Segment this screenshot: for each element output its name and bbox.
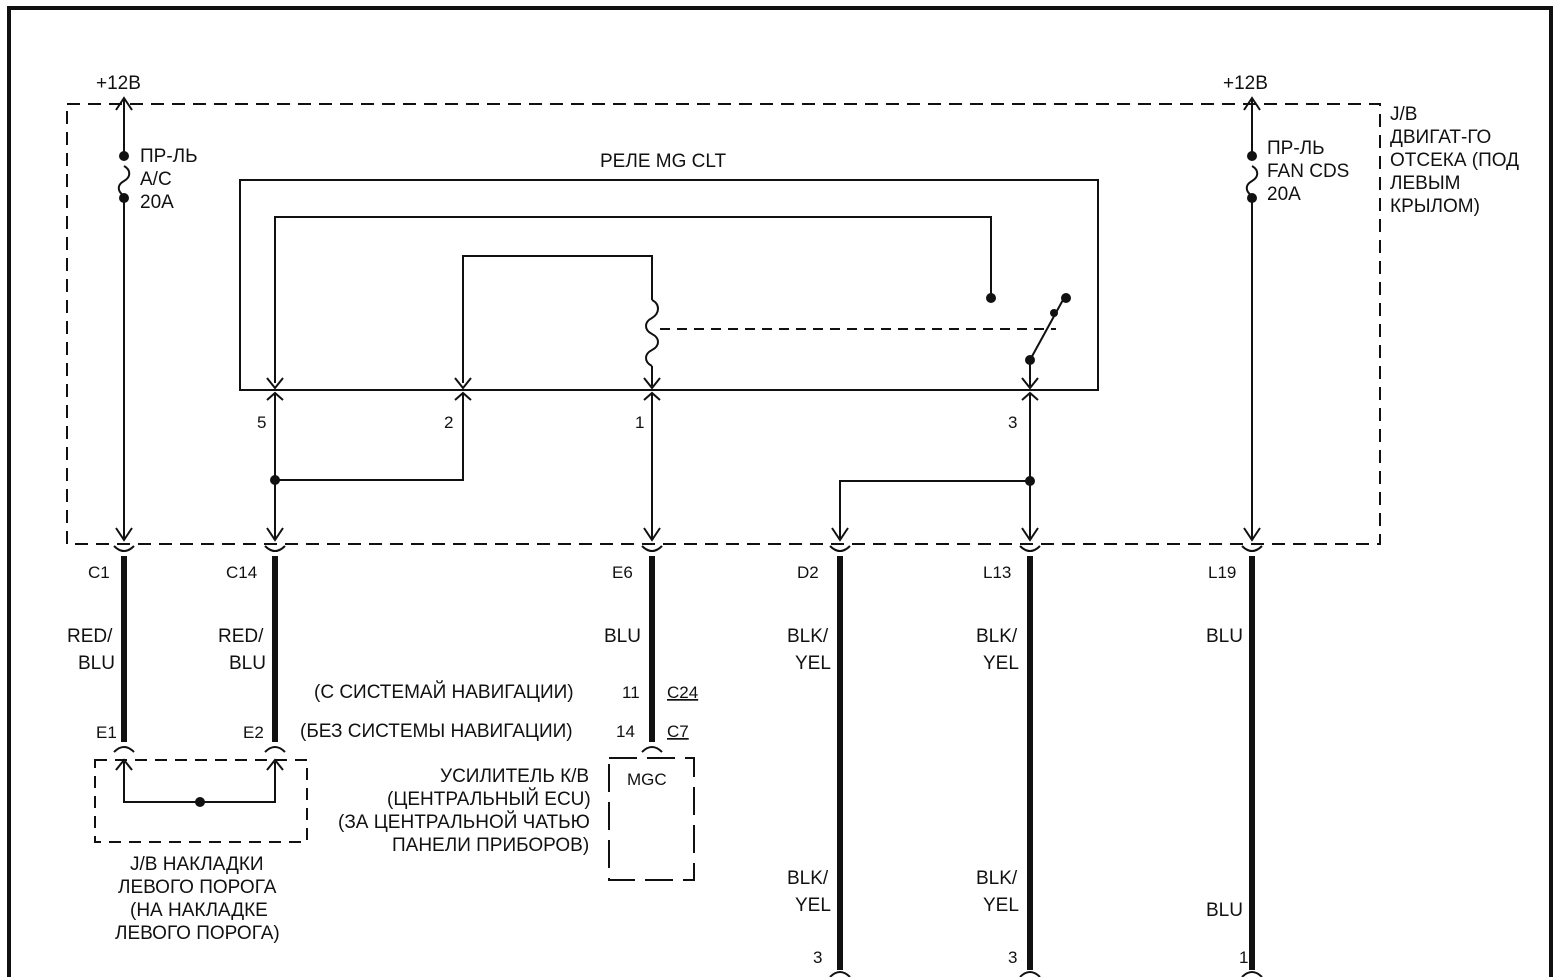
sill-jb-label-4: ЛЕВОГО ПОРОГА) xyxy=(115,923,280,944)
fuse-fan-cds-label-2: FAN CDS xyxy=(1267,161,1349,182)
amplifier-box-label: MGC xyxy=(627,770,667,789)
fuse-fan-cds-terminal-bottom xyxy=(1247,193,1257,203)
sill-junction-splice xyxy=(195,797,205,807)
fuse-fan-cds-label-1: ПР-ЛЬ xyxy=(1267,138,1325,159)
relay-fixed-contact xyxy=(986,293,996,303)
sill-jb-label-2: ЛЕВОГО ПОРОГА xyxy=(118,877,277,898)
external-wires xyxy=(121,556,1255,970)
bottom-pin-l13: 3 xyxy=(1008,948,1017,967)
nav-with-pin: 11 xyxy=(622,683,640,702)
wire-e6-color: BLU xyxy=(604,626,641,647)
bottom-pin-d2: 3 xyxy=(813,948,822,967)
wire-d2-bottom-color-2: YEL xyxy=(795,895,831,916)
fuse-ac-label-1: ПР-ЛЬ xyxy=(140,146,198,167)
engine-jb-label-1: J/B xyxy=(1390,104,1417,125)
relay-title: РЕЛЕ MG CLT xyxy=(600,151,727,172)
wire-c1-color-2: BLU xyxy=(78,653,115,674)
sill-jb-label-1: J/B НАКЛАДКИ xyxy=(130,854,264,875)
connector-e2: E2 xyxy=(243,723,264,742)
sill-junction-block-boundary xyxy=(94,759,308,843)
jb-internal-wiring xyxy=(266,391,1039,542)
amplifier-label-4: ПАНЕЛИ ПРИБОРОВ) xyxy=(392,835,589,856)
nav-with-connector: C24 xyxy=(667,683,698,702)
nav-without-label: (БЕЗ СИСТЕМЫ НАВИГАЦИИ) xyxy=(300,721,573,742)
wire-d2-color-1: BLK/ xyxy=(787,626,829,647)
connector-l19: L19 xyxy=(1208,563,1236,582)
fuse-ac-label-3: 20A xyxy=(140,192,174,213)
engine-jb-label-3: ОТСЕКА (ПОД xyxy=(1390,150,1519,171)
wire-l19-bottom-color: BLU xyxy=(1206,900,1243,921)
connector-e6: E6 xyxy=(612,563,633,582)
amplifier-box xyxy=(608,757,695,881)
wire-c1-color-1: RED/ xyxy=(67,626,113,647)
relay-pin-3: 3 xyxy=(1008,413,1017,432)
relay-internal-wiring xyxy=(266,216,1065,390)
connector-e1: E1 xyxy=(96,723,117,742)
engine-junction-block-boundary xyxy=(66,103,1381,545)
connector-c1: C1 xyxy=(88,563,110,582)
connector-l13: L13 xyxy=(983,563,1011,582)
fuse-ac-terminal-bottom xyxy=(119,193,129,203)
connector-c14: C14 xyxy=(226,563,257,582)
wire-l13-bottom-color-2: YEL xyxy=(983,895,1019,916)
relay-pin-1: 1 xyxy=(635,413,644,432)
nav-without-pin: 14 xyxy=(616,722,635,741)
jb-connector-symbols xyxy=(113,545,1263,552)
relay-armature-tip xyxy=(1061,293,1071,303)
splice-pin5-pin2 xyxy=(270,475,280,485)
wire-c14-color-2: BLU xyxy=(229,653,266,674)
wire-l13-color-2: YEL xyxy=(983,653,1019,674)
wire-l13-bottom-color-1: BLK/ xyxy=(976,868,1018,889)
supply-right-label: +12В xyxy=(1223,73,1268,94)
supply-left-label: +12В xyxy=(96,73,141,94)
splice-pin3 xyxy=(1025,476,1035,486)
wire-l13-color-1: BLK/ xyxy=(976,626,1018,647)
sill-junction-block-wiring xyxy=(115,758,284,803)
relay-armature-pivot xyxy=(1025,355,1035,365)
amplifier-label-2: (ЦЕНТРАЛЬНЫЙ ECU) xyxy=(387,788,591,810)
sill-connector-symbols xyxy=(113,746,663,753)
fuse-fan-cds-label-3: 20A xyxy=(1267,184,1301,205)
fuse-ac-label-2: A/C xyxy=(140,169,172,190)
wire-l19-color: BLU xyxy=(1206,626,1243,647)
diagram-frame xyxy=(7,6,1553,977)
fuse-fan-cds-circuit xyxy=(1243,96,1261,542)
wire-d2-bottom-color-1: BLK/ xyxy=(787,868,829,889)
engine-jb-label-5: КРЫЛОМ) xyxy=(1390,196,1480,217)
wire-c14-color-1: RED/ xyxy=(218,626,264,647)
nav-with-label: (С СИСТЕМАЙ НАВИГАЦИИ) xyxy=(314,681,574,703)
relay-box xyxy=(239,179,1099,391)
bottom-connector-symbols xyxy=(829,971,1263,977)
wire-d2-color-2: YEL xyxy=(795,653,831,674)
engine-jb-label-4: ЛЕВЫМ xyxy=(1390,173,1460,194)
connector-d2: D2 xyxy=(797,563,819,582)
amplifier-label-3: (ЗА ЦЕНТРАЛЬНОЙ ЧАТЬЮ xyxy=(338,811,590,833)
relay-armature-mid xyxy=(1050,309,1058,317)
fuse-fan-cds-terminal-top xyxy=(1247,151,1257,161)
engine-jb-label-2: ДВИГАТ-ГО xyxy=(1390,127,1491,148)
sill-jb-label-3: (НА НАКЛАДКЕ xyxy=(130,900,268,921)
relay-pin-2: 2 xyxy=(444,413,453,432)
bottom-pin-l19: 1 xyxy=(1239,948,1248,967)
fuse-ac-terminal-top xyxy=(119,151,129,161)
nav-without-connector: C7 xyxy=(667,722,689,741)
amplifier-label-1: УСИЛИТЕЛЬ К/В xyxy=(440,766,589,787)
fuse-ac-circuit xyxy=(115,96,133,542)
relay-pin-5: 5 xyxy=(257,413,266,432)
